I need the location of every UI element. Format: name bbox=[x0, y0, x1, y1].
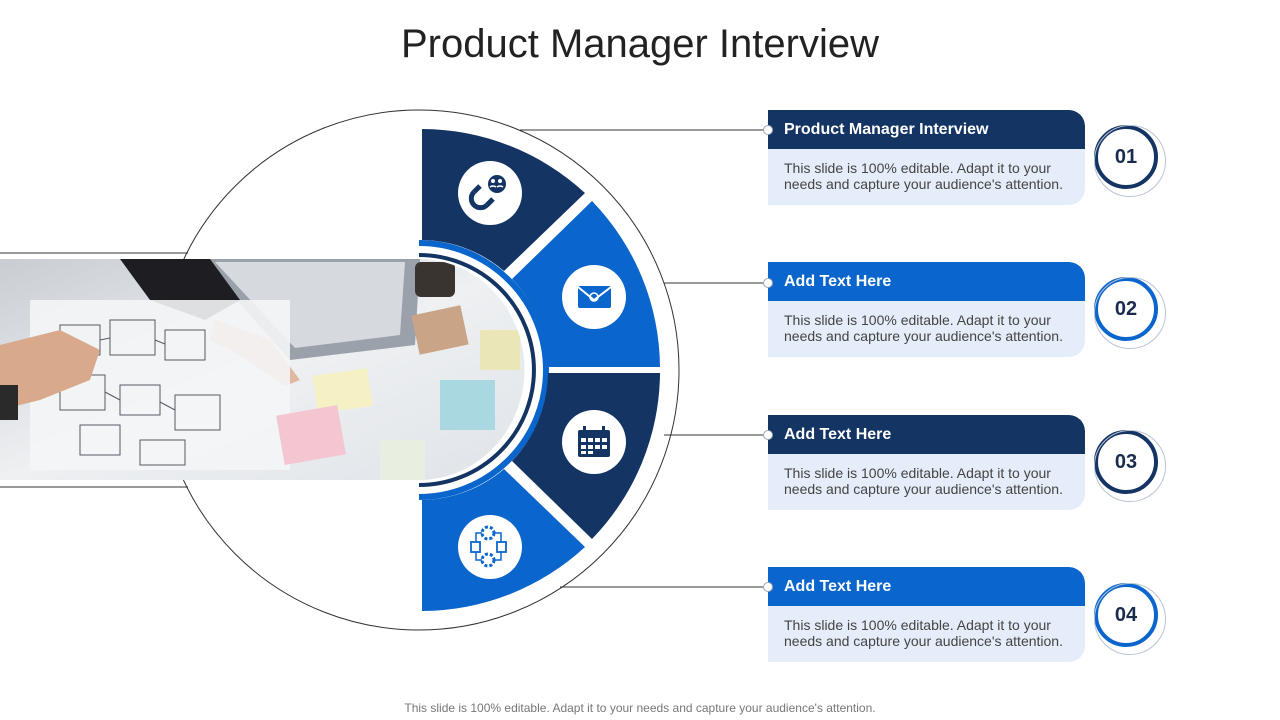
item-body-1: This slide is 100% editable. Adapt it to… bbox=[768, 149, 1085, 205]
number-badge-4: 04 bbox=[1094, 583, 1166, 655]
connector-dot-2 bbox=[763, 278, 773, 288]
item-card-4: Add Text Here This slide is 100% editabl… bbox=[768, 567, 1085, 662]
envelope-icon bbox=[562, 265, 626, 329]
item-card-2: Add Text Here This slide is 100% editabl… bbox=[768, 262, 1085, 357]
connector-dot-3 bbox=[763, 430, 773, 440]
footer-note: This slide is 100% editable. Adapt it to… bbox=[404, 701, 876, 715]
number-badge-1: 01 bbox=[1094, 125, 1166, 197]
item-heading-2: Add Text Here bbox=[768, 262, 1085, 301]
item-card-3: Add Text Here This slide is 100% editabl… bbox=[768, 415, 1085, 510]
page-title: Product Manager Interview bbox=[400, 22, 879, 66]
gear-flowchart-icon bbox=[458, 515, 522, 579]
item-body-4: This slide is 100% editable. Adapt it to… bbox=[768, 606, 1085, 662]
connector-dot-1 bbox=[763, 125, 773, 135]
item-card-1: Product Manager Interview This slide is … bbox=[768, 110, 1085, 205]
connector-dot-4 bbox=[763, 582, 773, 592]
workspace-photo bbox=[0, 259, 525, 480]
item-heading-4: Add Text Here bbox=[768, 567, 1085, 606]
calendar-icon bbox=[562, 410, 626, 474]
item-heading-3: Add Text Here bbox=[768, 415, 1085, 454]
number-badge-3: 03 bbox=[1094, 430, 1166, 502]
item-body-2: This slide is 100% editable. Adapt it to… bbox=[768, 301, 1085, 357]
item-heading-1: Product Manager Interview bbox=[768, 110, 1085, 149]
magnet-people-icon bbox=[458, 161, 522, 225]
number-badge-2: 02 bbox=[1094, 277, 1166, 349]
item-body-3: This slide is 100% editable. Adapt it to… bbox=[768, 454, 1085, 510]
